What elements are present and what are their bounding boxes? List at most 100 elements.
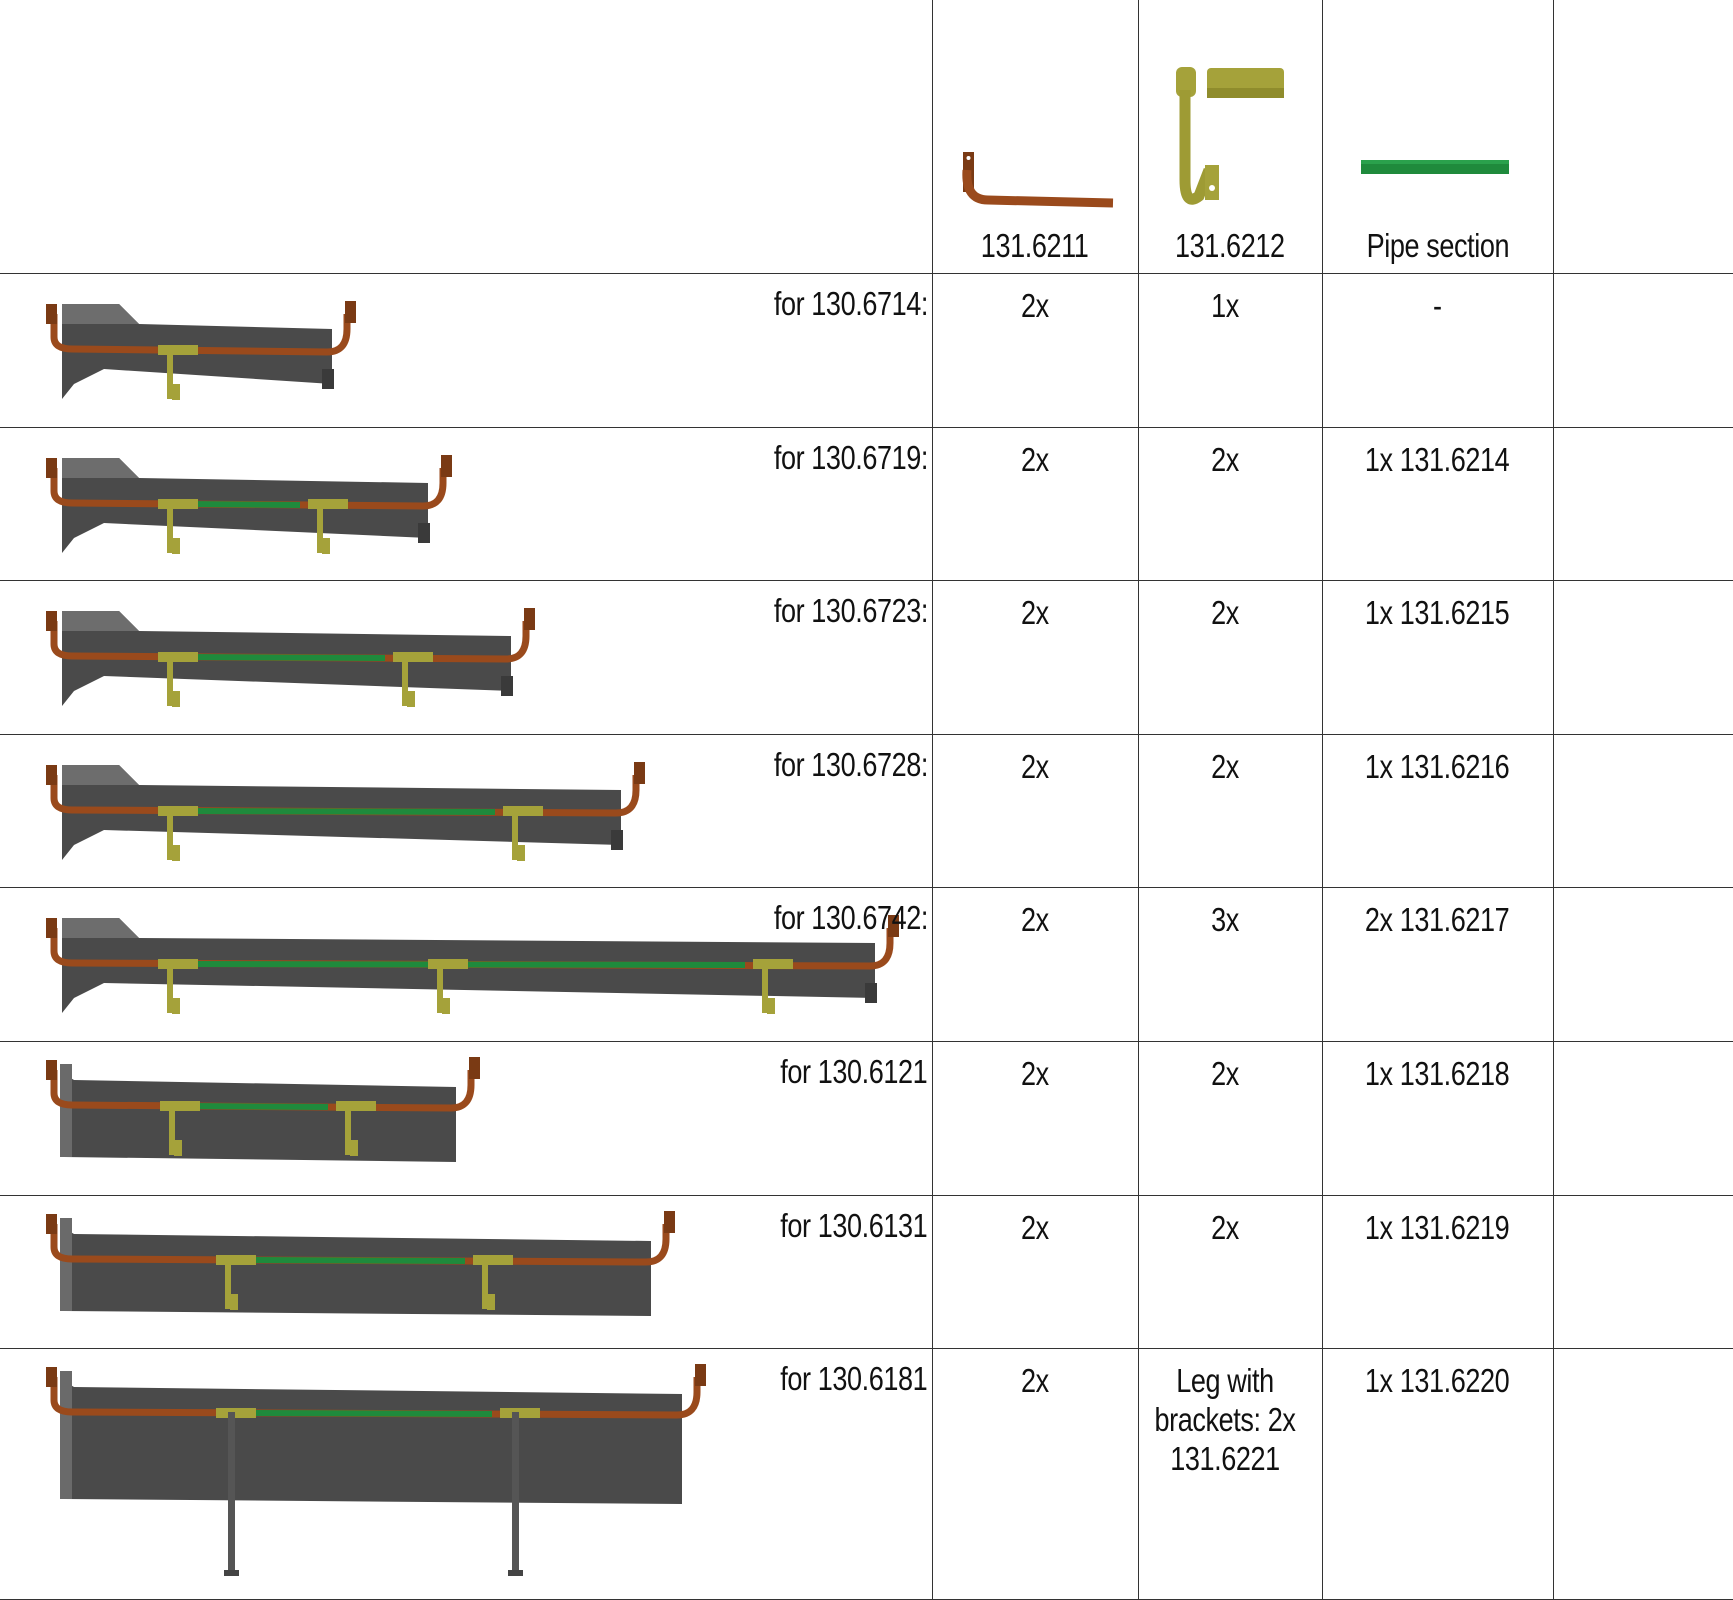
model-cell: for 130.6121 bbox=[0, 1040, 933, 1196]
table-row: for 130.6131 2x 2x 1x 131.6219 bbox=[0, 1194, 1733, 1349]
model-cell: for 130.6728: bbox=[0, 733, 933, 888]
trough-drawing bbox=[46, 454, 452, 554]
qty-value: 2x bbox=[1211, 1208, 1239, 1246]
qty-value: 2x bbox=[1021, 286, 1049, 324]
qty-value: 2x bbox=[1211, 1054, 1239, 1092]
qty-131-6212: Leg with brackets: 2x 131.6221 bbox=[1137, 1347, 1323, 1600]
pipe-section-icon bbox=[1360, 160, 1509, 174]
leg bbox=[228, 1411, 235, 1575]
qty-value: 2x bbox=[1211, 440, 1239, 478]
trough-drawing bbox=[46, 761, 645, 861]
table-row: for 130.6723: 2x 2x 1x 131.6215 bbox=[0, 579, 1733, 735]
trough-drawing bbox=[46, 1056, 480, 1162]
bracket bbox=[753, 958, 793, 969]
header-label: 131.6212 bbox=[1175, 226, 1285, 264]
qty-131-6212: 2x bbox=[1137, 579, 1323, 735]
bracket-icon bbox=[1175, 67, 1284, 205]
qty-131-6211: 2x bbox=[931, 1347, 1139, 1600]
trough-body bbox=[64, 1073, 456, 1162]
bracket bbox=[428, 958, 468, 969]
qty-value: 2x bbox=[1211, 747, 1239, 785]
model-label: for 130.6728: bbox=[773, 745, 928, 783]
model-label: for 130.6714: bbox=[773, 284, 928, 322]
pipe-section bbox=[189, 653, 386, 661]
trough-drawing bbox=[46, 914, 899, 1014]
qty-pipe-section: 1x 131.6215 bbox=[1321, 579, 1554, 735]
blank-cell bbox=[1552, 272, 1733, 428]
qty-pipe-section: 1x 131.6214 bbox=[1321, 426, 1554, 581]
trough-drawing bbox=[46, 300, 356, 400]
blank-cell bbox=[1552, 1040, 1733, 1196]
qty-value: 1x 131.6216 bbox=[1365, 747, 1510, 785]
bracket bbox=[158, 498, 198, 509]
table-row: for 130.6742: 2x 3x 2x 131.6217 bbox=[0, 886, 1733, 1042]
qty-131-6211: 2x bbox=[931, 1040, 1139, 1196]
bracket bbox=[216, 1254, 256, 1265]
bracket bbox=[503, 805, 543, 816]
model-cell: for 130.6131 bbox=[0, 1194, 933, 1349]
qty-value: 2x bbox=[1021, 1208, 1049, 1246]
trough-drawing bbox=[46, 1363, 706, 1576]
blank-cell bbox=[1552, 733, 1733, 888]
model-label: for 130.6723: bbox=[773, 591, 928, 629]
model-label: for 130.6719: bbox=[773, 438, 928, 476]
header-blank-cell bbox=[1552, 0, 1733, 274]
qty-value: 2x bbox=[1021, 747, 1049, 785]
bracket bbox=[393, 651, 433, 662]
qty-value: 2x bbox=[1211, 593, 1239, 631]
qty-131-6211: 2x bbox=[931, 272, 1139, 428]
pipe-section bbox=[189, 500, 301, 508]
qty-131-6211: 2x bbox=[931, 886, 1139, 1042]
table-row: for 130.6714: 2x 1x - bbox=[0, 272, 1733, 428]
table-row: for 130.6728: 2x 2x 1x 131.6216 bbox=[0, 733, 1733, 888]
qty-131-6212: 2x bbox=[1137, 1040, 1323, 1196]
qty-131-6212: 1x bbox=[1137, 272, 1323, 428]
qty-131-6211: 2x bbox=[931, 1194, 1139, 1349]
model-cell: for 130.6742: bbox=[0, 886, 933, 1042]
table-row: for 130.6719: 2x 2x 1x 131.6214 bbox=[0, 426, 1733, 581]
qty-value: 1x 131.6218 bbox=[1365, 1054, 1510, 1092]
qty-value: 1x 131.6215 bbox=[1365, 593, 1510, 631]
elbow-rail-icon bbox=[961, 152, 1113, 208]
header-cell-131-6212: 131.6212 bbox=[1137, 0, 1323, 274]
qty-pipe-section: 1x 131.6218 bbox=[1321, 1040, 1554, 1196]
blank-cell bbox=[1552, 886, 1733, 1042]
bracket bbox=[473, 1254, 513, 1265]
qty-131-6212: 3x bbox=[1137, 886, 1323, 1042]
qty-value: 3x bbox=[1211, 900, 1239, 938]
qty-131-6211: 2x bbox=[931, 733, 1139, 888]
trough-drawing bbox=[46, 1210, 675, 1316]
qty-value: Leg with brackets: 2x 131.6221 bbox=[1154, 1361, 1296, 1477]
pipe-section bbox=[247, 1256, 466, 1264]
bracket bbox=[216, 1407, 256, 1418]
pipe-section bbox=[191, 1102, 329, 1110]
qty-value: 2x 131.6217 bbox=[1365, 900, 1510, 938]
qty-value: 2x bbox=[1021, 440, 1049, 478]
pipe-section bbox=[247, 1409, 493, 1417]
model-label: for 130.6742: bbox=[773, 898, 928, 936]
blank-cell bbox=[1552, 1194, 1733, 1349]
trough-body bbox=[64, 1380, 682, 1504]
bracket bbox=[160, 1100, 200, 1111]
qty-value: 2x bbox=[1021, 593, 1049, 631]
model-label: for 130.6131 bbox=[780, 1206, 928, 1244]
model-cell: for 130.6714: bbox=[0, 272, 933, 428]
bracket bbox=[336, 1100, 376, 1111]
trough-drawing bbox=[46, 607, 535, 707]
qty-value: 1x 131.6219 bbox=[1365, 1208, 1510, 1246]
pipe-section bbox=[189, 807, 496, 815]
qty-value: 1x bbox=[1211, 286, 1239, 324]
bracket bbox=[500, 1407, 540, 1418]
model-label: for 130.6181 bbox=[780, 1359, 928, 1397]
qty-pipe-section: 1x 131.6216 bbox=[1321, 733, 1554, 888]
qty-131-6211: 2x bbox=[931, 579, 1139, 735]
bracket bbox=[158, 805, 198, 816]
qty-value: 2x bbox=[1021, 1054, 1049, 1092]
model-cell: for 130.6719: bbox=[0, 426, 933, 581]
qty-131-6211: 2x bbox=[931, 426, 1139, 581]
qty-131-6212: 2x bbox=[1137, 426, 1323, 581]
bracket bbox=[308, 498, 348, 509]
qty-pipe-section: 1x 131.6220 bbox=[1321, 1347, 1554, 1600]
bracket bbox=[158, 958, 198, 969]
qty-value: 1x 131.6214 bbox=[1365, 440, 1510, 478]
